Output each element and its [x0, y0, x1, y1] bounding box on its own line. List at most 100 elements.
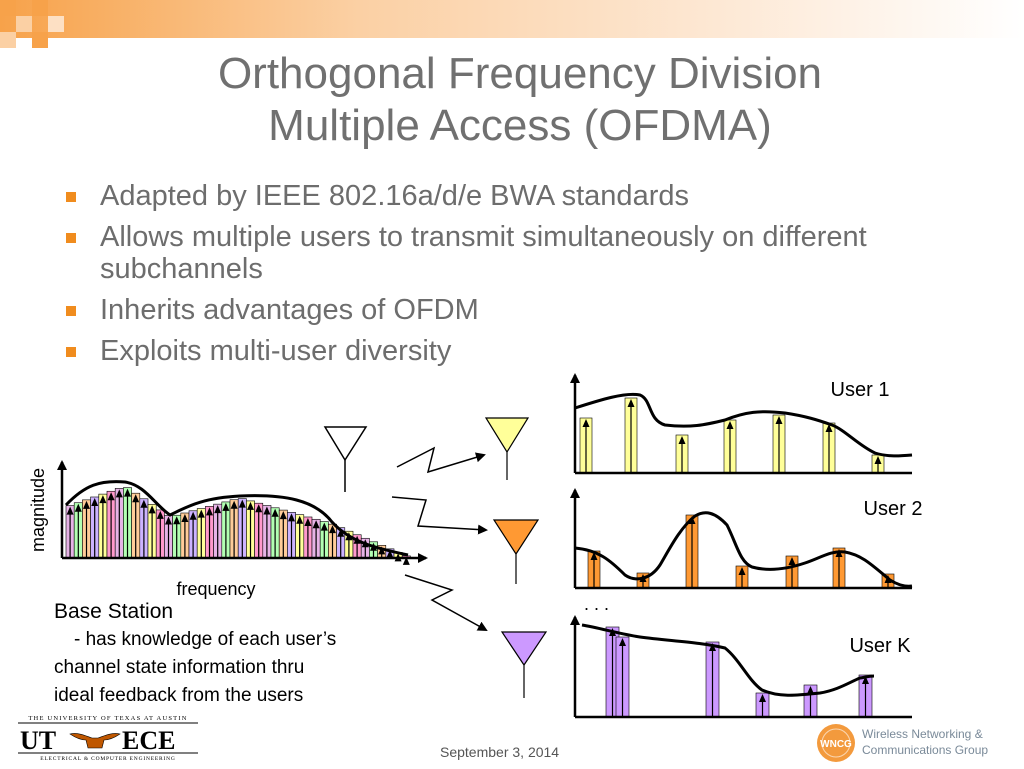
subcarrier-arrowhead [788, 557, 796, 565]
subcarrier-arrowhead [222, 502, 230, 511]
wncg-logo: WNCG Wireless Networking & Communication… [815, 722, 1015, 766]
subcarrier-arrowhead [678, 436, 686, 444]
subcarrier-arrowhead [627, 399, 635, 407]
subcarrier-arrowhead [271, 508, 279, 517]
lightning-arrow-user-1 [396, 446, 486, 474]
bullet-text: Allows multiple users to transmit simult… [100, 221, 867, 285]
bullet-item: Allows multiple users to transmit simult… [62, 221, 942, 285]
lightning-arrow-user-k [404, 574, 488, 631]
subcarrier-arrowhead [189, 511, 197, 520]
subcarrier-arrowhead [181, 514, 189, 523]
x-axis-label: frequency [176, 579, 255, 599]
subcarrier-arrowhead [74, 503, 82, 512]
bullet-text: Exploits multi-user diversity [100, 335, 452, 367]
wncg-badge-text: WNCG [820, 739, 852, 750]
base-station-line-3: ideal feedback from the users [54, 685, 304, 706]
user-k-channel-plot: User K [570, 615, 912, 719]
corner-squares-decoration [0, 0, 64, 48]
subcarrier-arrowhead [206, 507, 213, 516]
subcarrier-arrowhead [759, 694, 766, 702]
subcarrier-arrowhead [173, 516, 181, 525]
bullet-item: Exploits multi-user diversity [62, 335, 942, 367]
subcarrier-arrowhead [329, 525, 336, 534]
subcarrier-arrowhead [874, 456, 882, 464]
title-line-2: Multiple Access (OFDMA) [268, 101, 772, 150]
subcarrier-arrowhead [238, 499, 246, 508]
subcarrier-arrowhead [807, 686, 814, 694]
bullet-square-icon [66, 347, 76, 357]
bullet-square-icon [66, 233, 76, 243]
subcarrier-arrowhead [312, 520, 320, 529]
subcarrier-arrowhead [320, 522, 328, 531]
subcarrier-arrowhead [288, 513, 295, 522]
subcarrier-arrowhead [83, 500, 90, 509]
bullet-text: Inherits advantages of OFDM [100, 294, 479, 326]
slide-title: Orthogonal Frequency Division Multiple A… [100, 48, 940, 152]
ut-logo-left-text: UT [20, 726, 56, 755]
base-station-spectrum: magnitude frequency [28, 460, 428, 599]
base-station-line-1: - has knowledge of each user’s [74, 629, 337, 650]
user-2-antenna-icon [492, 519, 540, 584]
subcarrier-arrowhead [590, 552, 598, 560]
subcarrier-arrowhead [148, 505, 156, 514]
subcarrier-arrowhead [862, 676, 869, 684]
bullet-item: Inherits advantages of OFDM [62, 294, 942, 326]
wncg-line-2: Communications Group [862, 743, 989, 757]
subcarrier-arrowhead [296, 515, 304, 524]
subcarrier-arrowhead [263, 506, 271, 515]
user-2-channel-curve [574, 511, 913, 588]
subcarrier-arrowhead [386, 549, 394, 558]
subcarrier-arrowhead [337, 528, 345, 537]
y-axis-label: magnitude [28, 468, 48, 552]
longhorn-icon [69, 733, 121, 749]
subcarrier-arrowhead [66, 506, 74, 515]
user-1-label: User 1 [831, 379, 890, 401]
bullet-square-icon [66, 192, 76, 202]
user-1-channel-curve [574, 392, 913, 458]
ut-ece-logo: THE UNIVERSITY OF TEXAS AT AUSTIN UT ECE… [18, 715, 198, 762]
user-2-channel-plot: User 2 [570, 488, 922, 590]
subcarrier-arrowhead [619, 638, 626, 646]
ut-logo-bottom-text: ELECTRICAL & COMPUTER ENGINEERING [40, 756, 175, 762]
user-1-antenna-icon [484, 417, 530, 480]
subcarrier-arrowhead [738, 567, 746, 575]
bullet-square-icon [66, 306, 76, 316]
base-station-description: Base Station - has knowledge of each use… [54, 598, 414, 710]
subcarrier-arrowhead [247, 501, 254, 510]
subcarrier-arrowhead [775, 416, 783, 424]
subcarrier-arrowhead [255, 504, 263, 513]
subcarrier-arrowhead [165, 516, 172, 525]
user-k-channel-curve [581, 623, 875, 697]
more-users-ellipsis: . . . [584, 594, 609, 614]
user-k-label: User K [849, 635, 911, 657]
spectrum-envelope [64, 480, 409, 557]
ut-logo-right-text: ECE [122, 726, 175, 755]
subcarrier-arrowhead [124, 488, 131, 497]
subcarrier-arrowhead [214, 505, 222, 514]
subcarrier-arrowhead [132, 494, 140, 503]
subcarrier-arrowhead [91, 497, 99, 506]
user-1-channel-plot: User 1 [570, 373, 913, 475]
title-line-1: Orthogonal Frequency Division [217, 49, 823, 98]
signal-arrows [391, 446, 488, 631]
subcarrier-arrowhead [140, 499, 148, 508]
subcarrier-arrowhead [825, 424, 833, 432]
subcarrier-arrowhead [402, 556, 410, 565]
bullet-list: Adapted by IEEE 802.16a/d/e BWA standard… [62, 180, 942, 376]
base-station-antenna-icon [323, 426, 368, 492]
footer-date: September 3, 2014 [440, 744, 560, 760]
bullet-text: Adapted by IEEE 802.16a/d/e BWA standard… [100, 180, 689, 212]
lightning-arrow-user-2 [391, 496, 488, 535]
wncg-badge-icon: WNCG [817, 724, 855, 762]
subcarrier-arrowhead [279, 511, 287, 520]
subcarrier-arrowhead [582, 419, 590, 427]
base-station-line-2: channel state information thru [54, 657, 305, 678]
subcarrier-arrowhead [230, 500, 238, 509]
subcarrier-arrowhead [156, 510, 164, 519]
subcarrier-arrowhead [197, 509, 205, 518]
bullet-item: Adapted by IEEE 802.16a/d/e BWA standard… [62, 180, 942, 212]
subcarrier-arrowhead [726, 421, 734, 429]
wncg-line-1: Wireless Networking & [862, 727, 983, 741]
subcarrier-arrowhead [115, 489, 123, 498]
user-k-antenna-icon [500, 631, 548, 698]
